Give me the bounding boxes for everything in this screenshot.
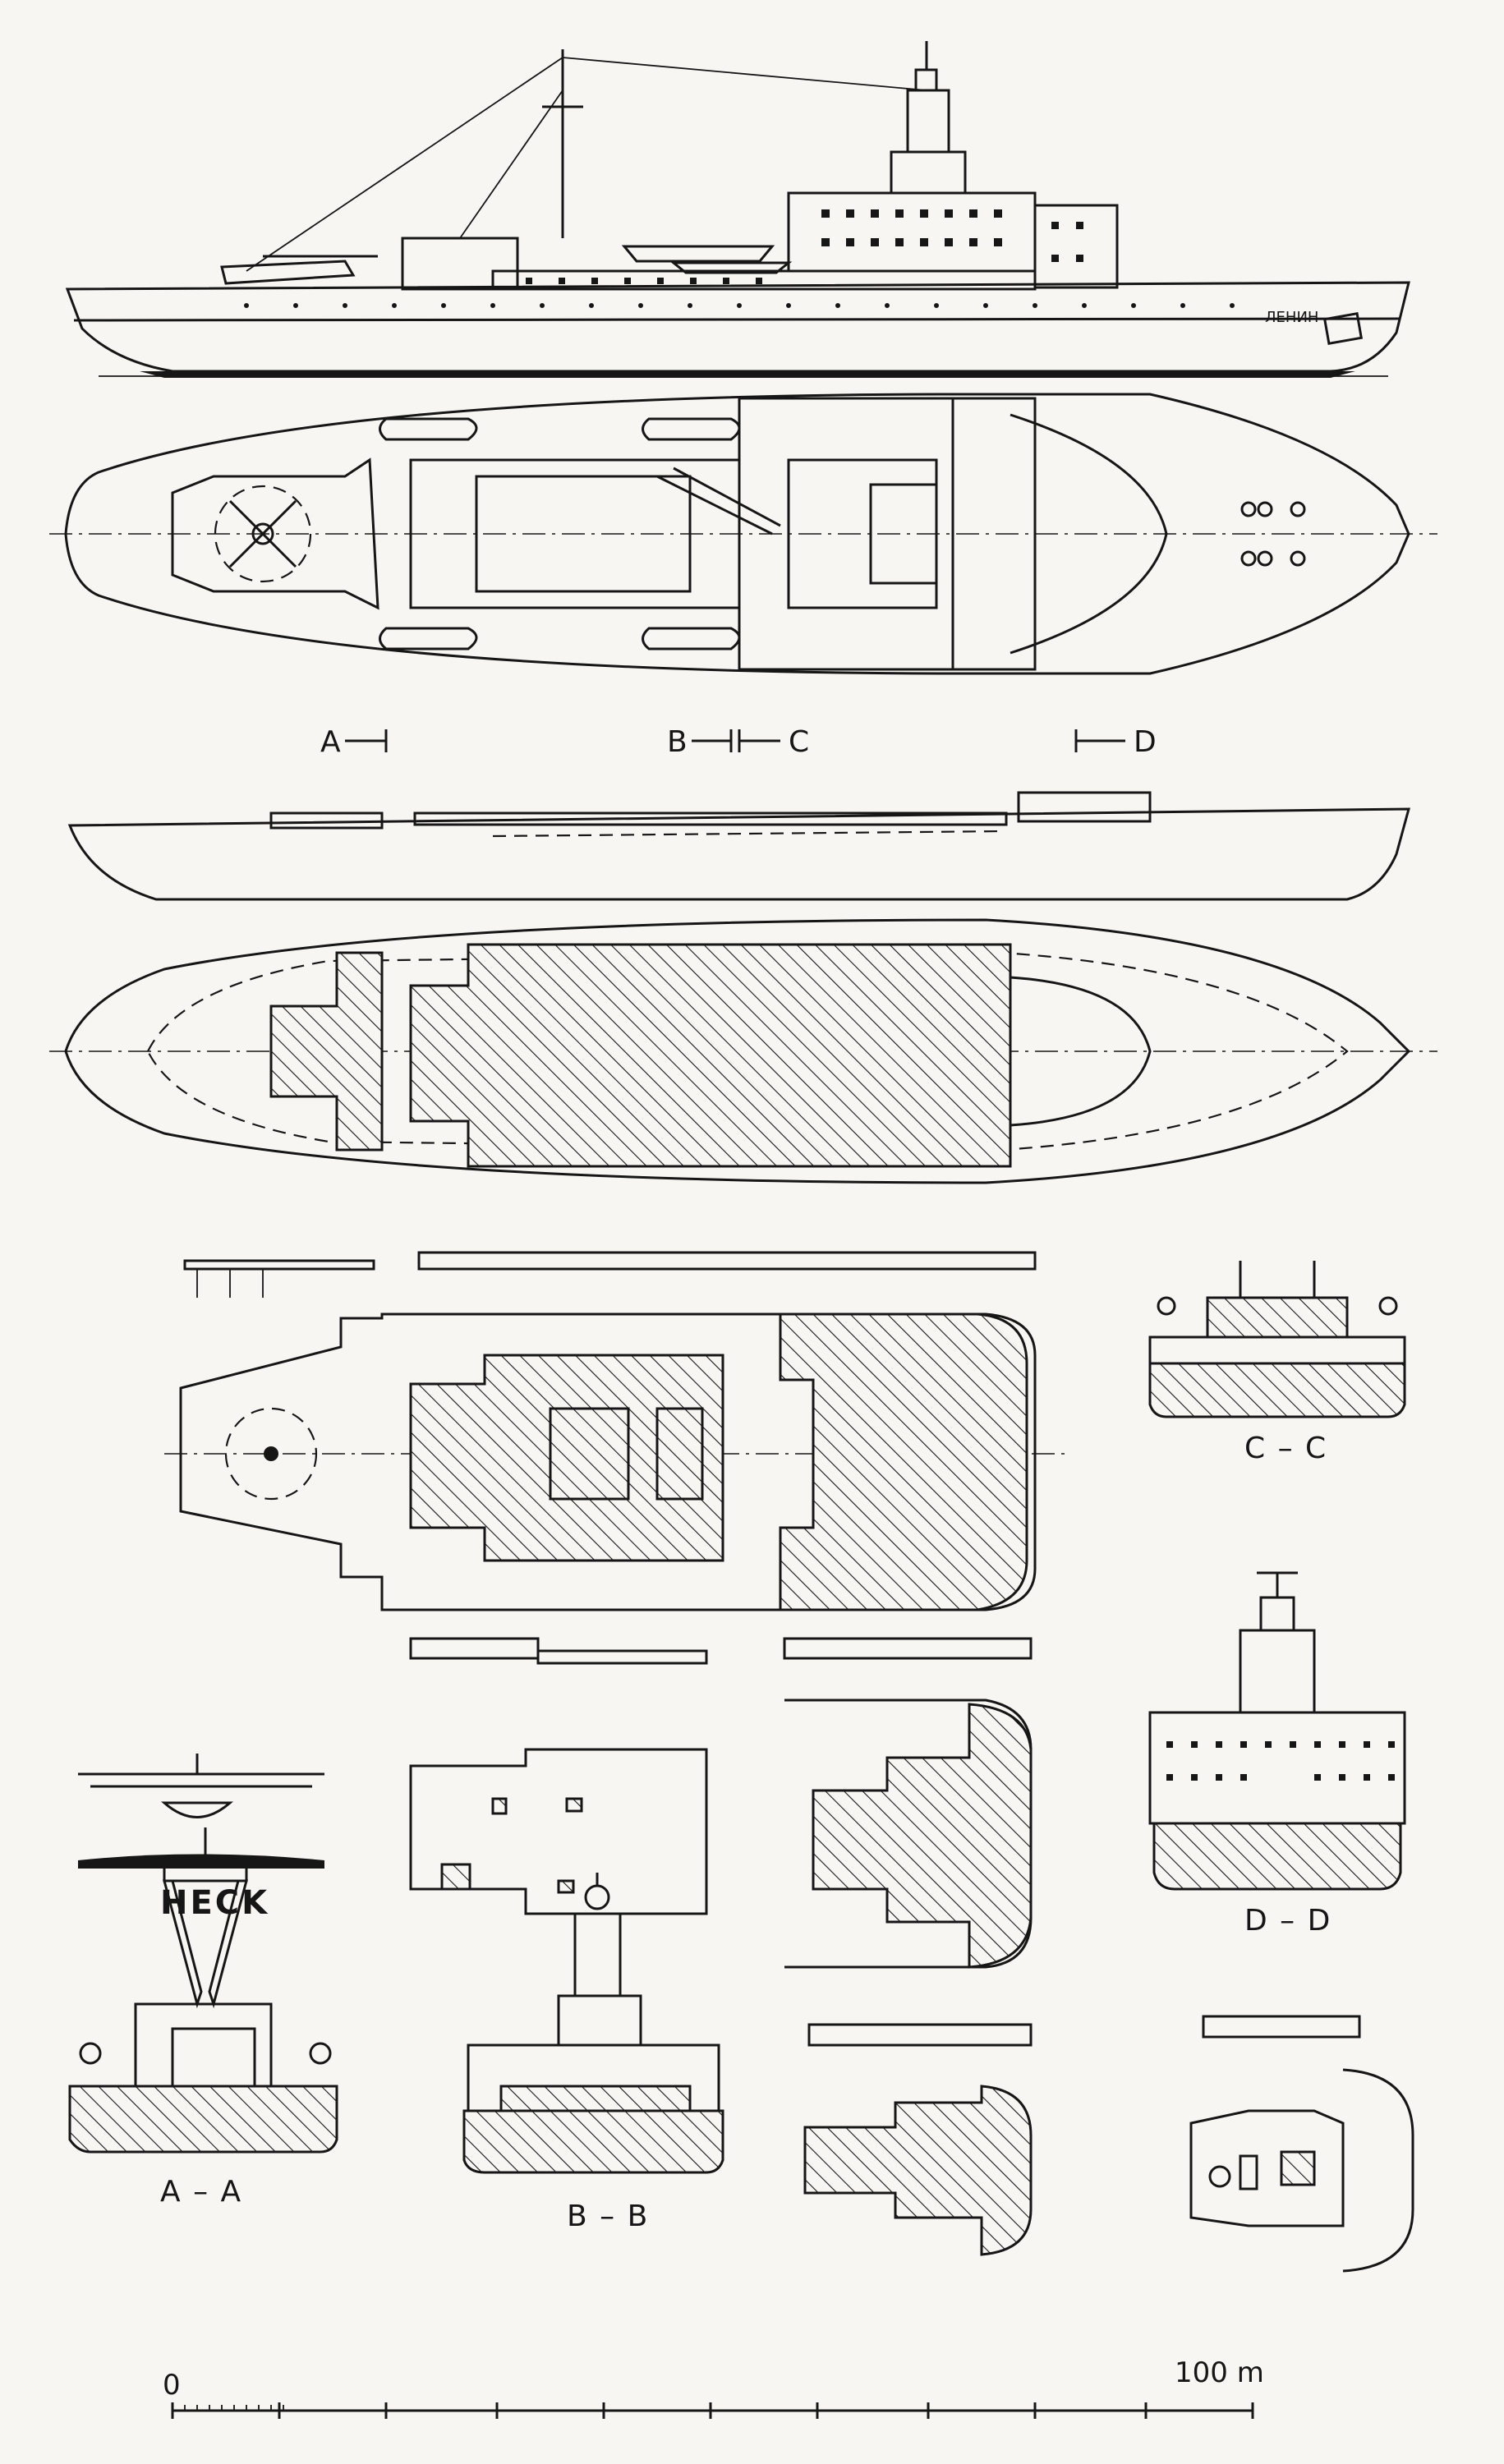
deck-level-plan-view — [164, 1251, 1068, 1611]
side-elevation-view: ЛЕНИН — [65, 41, 1410, 378]
stern-label: HECK — [160, 1884, 269, 1922]
stern-view: HECK — [78, 1754, 324, 1922]
ship-name: ЛЕНИН — [1265, 309, 1318, 326]
lower-deck-plan-view — [49, 918, 1437, 1184]
hull-profile-view — [67, 791, 1410, 901]
section-marker-b: B — [667, 725, 689, 759]
deck-plan-view — [49, 393, 1437, 675]
section-markers: A B C D — [320, 725, 1158, 759]
section-b-b-label: B – B — [567, 2200, 649, 2233]
section-marker-d: D — [1134, 725, 1158, 759]
section-d-d-view: D – D — [1148, 1571, 1406, 1938]
section-b-b-view: B – B — [462, 1873, 724, 2233]
structural-detail-plans — [409, 1637, 1033, 1969]
scale-start-label: 0 — [163, 2369, 181, 2402]
section-c-c-label: C – C — [1244, 1432, 1327, 1465]
section-c-c-view: C – C — [1148, 1261, 1406, 1465]
section-d-d-label: D – D — [1244, 1904, 1332, 1938]
scale-bar: 0 100 m — [163, 2356, 1264, 2419]
bridge-deck-details — [803, 2015, 1414, 2273]
section-a-a-label: A – A — [160, 2175, 242, 2209]
scale-end-label: 100 m — [1175, 2356, 1264, 2389]
section-marker-c: C — [789, 725, 811, 759]
section-marker-a: A — [320, 725, 343, 759]
section-a-a-view: A – A — [68, 1827, 338, 2209]
